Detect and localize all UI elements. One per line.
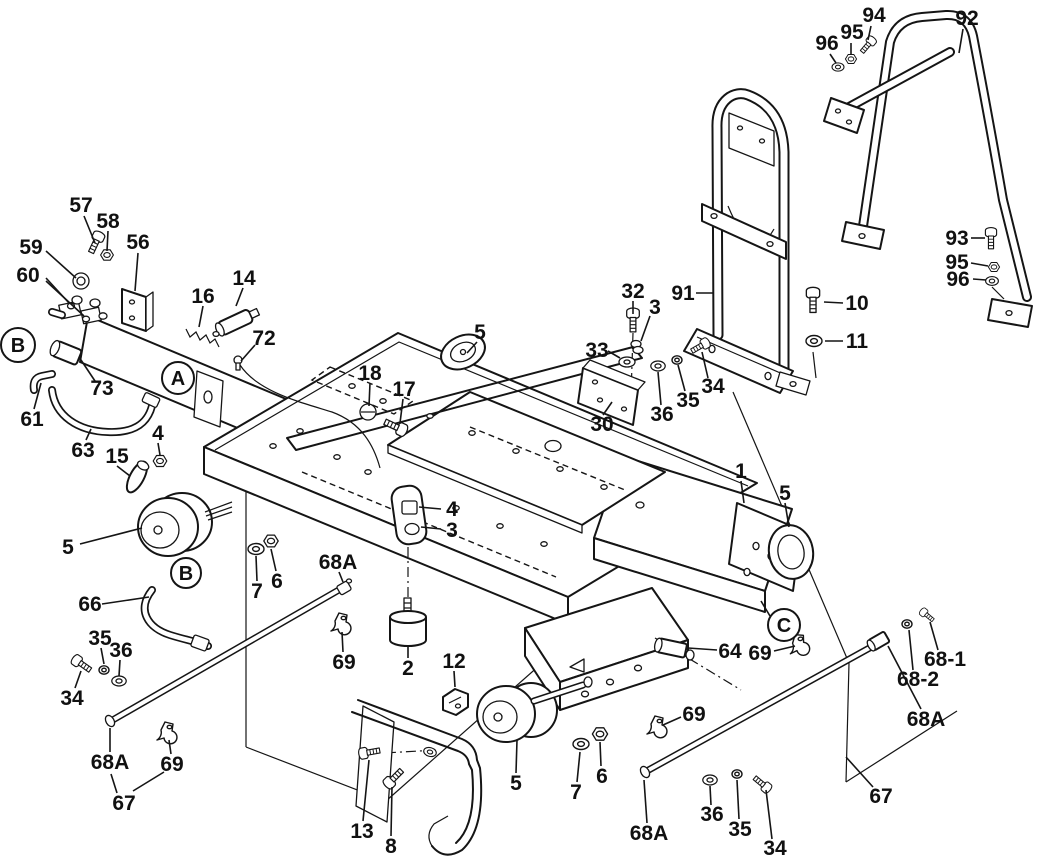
part-label-69: 69 — [332, 651, 355, 674]
part-label-64: 64 — [718, 640, 742, 663]
part-label-14: 14 — [232, 267, 256, 290]
part-label-73: 73 — [90, 377, 113, 400]
part-label-96: 96 — [815, 32, 838, 55]
ref-circle-A — [161, 361, 195, 395]
rubber-mount — [389, 597, 427, 647]
part-label-36: 36 — [109, 639, 132, 662]
push-bar — [823, 9, 1033, 328]
part-label-4: 4 — [152, 422, 164, 445]
part-label-69: 69 — [748, 642, 771, 665]
part-label-35: 35 — [88, 627, 112, 650]
ref-circle-B — [0, 327, 36, 363]
ref-letter-C: C — [777, 615, 791, 637]
part-label-15: 15 — [105, 445, 129, 468]
part-label-68A: 68A — [630, 822, 669, 845]
part-label-5: 5 — [510, 772, 522, 795]
part-label-13: 13 — [350, 820, 373, 843]
part-label-11: 11 — [846, 330, 869, 353]
part-label-68-1: 68-1 — [924, 648, 966, 671]
part-label-5: 5 — [62, 536, 74, 559]
part-label-34: 34 — [701, 375, 725, 398]
part-label-92: 92 — [955, 7, 978, 30]
part-label-60: 60 — [16, 264, 39, 287]
part-label-61: 61 — [20, 408, 44, 431]
part-label-5: 5 — [474, 321, 486, 344]
part-label-68A: 68A — [319, 551, 358, 574]
part-label-67: 67 — [869, 785, 892, 808]
part-label-68-2: 68-2 — [897, 668, 939, 691]
part-label-96: 96 — [946, 268, 969, 291]
part-label-32: 32 — [621, 280, 644, 303]
hydraulic-fittings — [29, 295, 261, 652]
chassis-frame — [79, 288, 802, 856]
part-label-94: 94 — [862, 4, 886, 27]
part-label-69: 69 — [682, 703, 705, 726]
part-label-57: 57 — [69, 194, 92, 217]
part-label-8: 8 — [385, 835, 397, 858]
part-label-6: 6 — [596, 765, 608, 788]
part-label-33: 33 — [585, 339, 608, 362]
leader-lines — [33, 25, 989, 840]
part-label-2: 2 — [402, 657, 414, 680]
part-label-3: 3 — [649, 296, 661, 319]
handle-assembly — [683, 88, 811, 396]
wheels — [137, 333, 815, 743]
part-label-1: 1 — [735, 460, 747, 483]
ref-circle-C — [767, 608, 801, 642]
ref-letter-A: A — [171, 368, 185, 390]
part-label-30: 30 — [590, 413, 613, 436]
part-label-58: 58 — [96, 210, 120, 233]
part-label-34: 34 — [60, 687, 84, 710]
part-label-91: 91 — [671, 282, 695, 305]
ref-circle-B — [170, 557, 202, 589]
fasteners — [66, 34, 1001, 796]
part-label-36: 36 — [700, 803, 723, 826]
part-label-6: 6 — [271, 570, 283, 593]
deck-holes — [269, 383, 645, 547]
tie-rods — [104, 578, 891, 779]
part-label-68A: 68A — [91, 751, 130, 774]
part-label-69: 69 — [160, 753, 183, 776]
ref-letter-B: B — [11, 335, 25, 357]
part-label-12: 12 — [442, 650, 465, 673]
part-label-59: 59 — [19, 236, 42, 259]
part-label-18: 18 — [358, 362, 382, 385]
part-label-36: 36 — [650, 403, 673, 426]
part-label-35: 35 — [728, 818, 752, 841]
part-label-3: 3 — [446, 519, 458, 542]
part-label-17: 17 — [392, 378, 415, 401]
part-label-34: 34 — [763, 837, 787, 860]
part-label-72: 72 — [252, 327, 275, 350]
part-label-95: 95 — [945, 251, 969, 274]
part-label-95: 95 — [840, 21, 864, 44]
part-label-5: 5 — [779, 482, 791, 505]
part-label-35: 35 — [676, 389, 700, 412]
part-label-63: 63 — [71, 439, 94, 462]
part-label-7: 7 — [251, 580, 263, 603]
part-label-56: 56 — [126, 231, 149, 254]
ref-letter-B: B — [179, 563, 193, 585]
part-label-16: 16 — [191, 285, 214, 308]
part-label-66: 66 — [78, 593, 101, 616]
part-label-4: 4 — [446, 498, 458, 521]
part-label-67: 67 — [112, 792, 135, 815]
part-label-68A: 68A — [907, 708, 946, 731]
part-label-93: 93 — [945, 227, 968, 250]
part-label-10: 10 — [845, 292, 868, 315]
part-label-7: 7 — [570, 781, 582, 804]
